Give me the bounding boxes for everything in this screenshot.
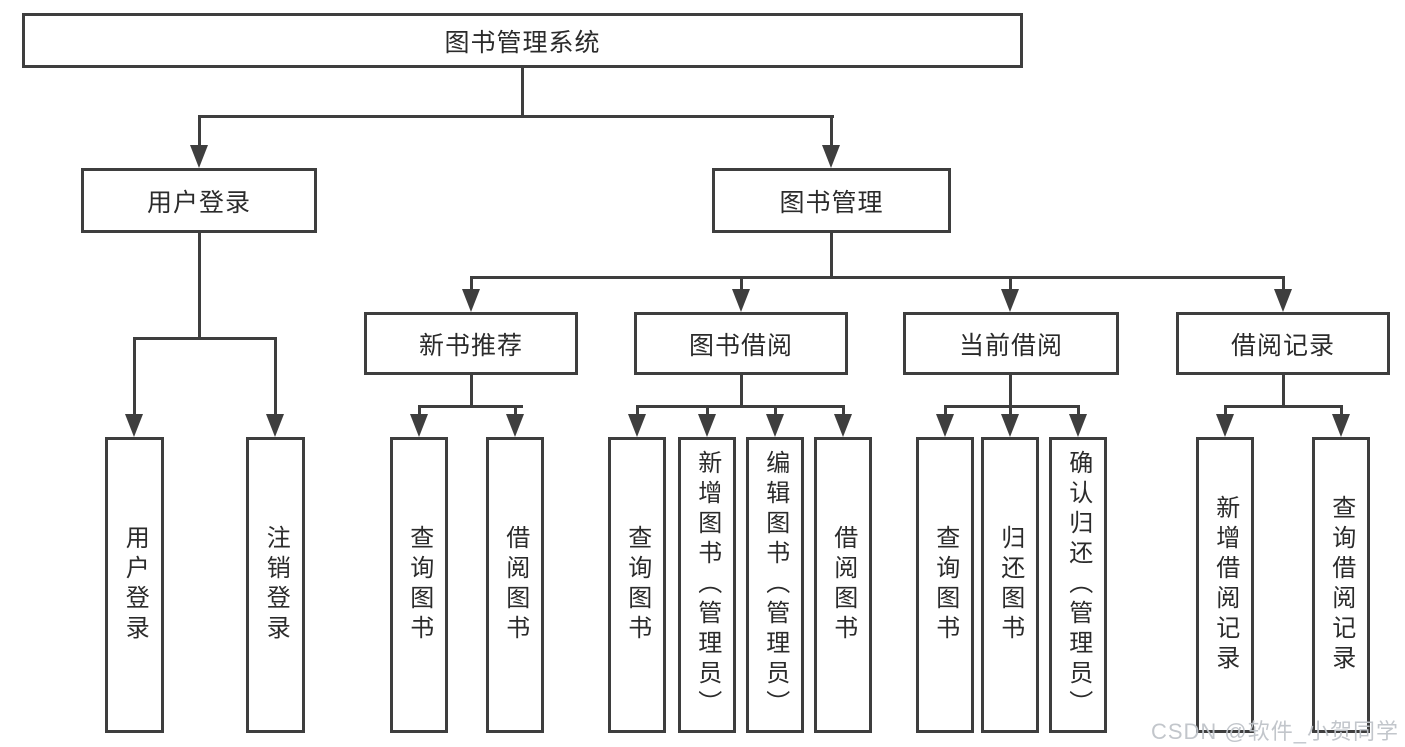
arrowhead-down-icon <box>506 414 524 437</box>
arrowhead-down-icon <box>125 414 143 437</box>
connector-groupD-stem <box>1009 375 1012 408</box>
leaf-add-book-admin: 新增图书（管理员） <box>678 437 736 733</box>
leaf-query-books-2: 查询图书 <box>608 437 666 733</box>
node-current-borrow-label: 当前借阅 <box>958 331 1063 360</box>
leaf-user-login-label: 用户登录 <box>121 525 149 645</box>
leaf-query-books-2-label: 查询图书 <box>623 525 651 645</box>
leaf-logout-label: 注销登录 <box>262 525 290 645</box>
node-book-borrow-label: 图书借阅 <box>688 331 793 360</box>
arrowhead-down-icon <box>462 289 480 312</box>
connector-groupC-drop-4 <box>842 405 845 417</box>
connector-groupB-stem <box>470 375 473 408</box>
connector-groupD-drop-1 <box>944 405 947 417</box>
connector-bookmgmt-stem <box>830 233 833 279</box>
arrowhead-down-icon <box>732 289 750 312</box>
node-root: 图书管理系统 <box>22 13 1023 68</box>
connector-l3-drop-2 <box>740 276 743 292</box>
connector-groupC-drop-1 <box>636 405 639 417</box>
node-book-management: 图书管理 <box>712 168 951 233</box>
connector-groupC-stem <box>740 375 743 408</box>
connector-l3-drop-4 <box>1282 276 1285 292</box>
arrowhead-down-icon <box>766 414 784 437</box>
arrowhead-down-icon <box>936 414 954 437</box>
arrowhead-down-icon <box>698 414 716 437</box>
connector-groupD-drop-3 <box>1077 405 1080 417</box>
arrowhead-down-icon <box>834 414 852 437</box>
leaf-borrow-books-1-label: 借阅图书 <box>501 525 529 645</box>
arrowhead-down-icon <box>1069 414 1087 437</box>
leaf-user-login: 用户登录 <box>105 437 164 733</box>
leaf-edit-book-admin: 编辑图书（管理员） <box>746 437 804 733</box>
connector-l2-drop-1 <box>198 115 201 148</box>
arrowhead-down-icon <box>266 414 284 437</box>
leaf-query-books-1: 查询图书 <box>390 437 448 733</box>
leaf-add-borrow-record-label: 新增借阅记录 <box>1211 495 1239 675</box>
node-current-borrow: 当前借阅 <box>903 312 1119 375</box>
connector-groupB-drop-1 <box>418 405 421 417</box>
leaf-borrow-books-2-label: 借阅图书 <box>829 525 857 645</box>
leaf-add-book-admin-label: 新增图书（管理员） <box>693 450 721 720</box>
connector-groupB-rail <box>418 405 523 408</box>
connector-groupD-drop-2 <box>1009 405 1012 417</box>
leaf-return-book-label: 归还图书 <box>996 525 1024 645</box>
node-user-login-label: 用户登录 <box>146 188 251 217</box>
leaf-query-borrow-record-label: 查询借阅记录 <box>1327 495 1355 675</box>
arrowhead-down-icon <box>1274 289 1292 312</box>
leaf-query-books-3-label: 查询图书 <box>931 525 959 645</box>
node-book-management-label: 图书管理 <box>779 188 884 217</box>
arrowhead-down-icon <box>1001 414 1019 437</box>
connector-l3-rail <box>470 276 1284 279</box>
leaf-query-borrow-record: 查询借阅记录 <box>1312 437 1370 733</box>
leaf-query-books-1-label: 查询图书 <box>405 525 433 645</box>
leaf-edit-book-admin-label: 编辑图书（管理员） <box>761 450 789 720</box>
connector-groupE-drop-1 <box>1224 405 1227 417</box>
arrowhead-down-icon <box>1332 414 1350 437</box>
arrowhead-down-icon <box>1216 414 1234 437</box>
node-new-book-recommend: 新书推荐 <box>364 312 578 375</box>
connector-userlogin-stem <box>198 233 201 340</box>
leaf-logout: 注销登录 <box>246 437 305 733</box>
leaf-return-book: 归还图书 <box>981 437 1039 733</box>
connector-l3-drop-1 <box>470 276 473 292</box>
connector-l3-drop-3 <box>1009 276 1012 292</box>
connector-userlogin-drop-2 <box>274 337 277 416</box>
node-borrow-records-label: 借阅记录 <box>1230 331 1335 360</box>
connector-userlogin-drop-1 <box>133 337 136 416</box>
leaf-borrow-books-2: 借阅图书 <box>814 437 872 733</box>
connector-l2-drop-2 <box>830 115 833 148</box>
connector-groupC-rail <box>636 405 845 408</box>
node-user-login: 用户登录 <box>81 168 317 233</box>
leaf-query-books-3: 查询图书 <box>916 437 974 733</box>
arrowhead-down-icon <box>1001 289 1019 312</box>
connector-groupE-stem <box>1282 375 1285 408</box>
connector-l2-rail <box>198 115 834 118</box>
node-root-label: 图书管理系统 <box>444 28 601 57</box>
connector-userlogin-rail <box>133 337 277 340</box>
leaf-borrow-books-1: 借阅图书 <box>486 437 544 733</box>
leaf-add-borrow-record: 新增借阅记录 <box>1196 437 1254 733</box>
node-borrow-records: 借阅记录 <box>1176 312 1390 375</box>
node-book-borrow: 图书借阅 <box>634 312 848 375</box>
node-new-book-recommend-label: 新书推荐 <box>418 331 523 360</box>
connector-groupB-drop-2 <box>514 405 517 417</box>
arrowhead-down-icon <box>410 414 428 437</box>
arrowhead-down-icon <box>190 145 208 168</box>
arrowhead-down-icon <box>628 414 646 437</box>
connector-groupC-drop-2 <box>706 405 709 417</box>
leaf-confirm-return-admin: 确认归还（管理员） <box>1049 437 1107 733</box>
connector-groupE-drop-2 <box>1340 405 1343 417</box>
connector-groupE-rail <box>1224 405 1343 408</box>
csdn-watermark: CSDN @软件_小贺同学 <box>1150 719 1399 744</box>
leaf-confirm-return-admin-label: 确认归还（管理员） <box>1064 450 1092 720</box>
arrowhead-down-icon <box>822 145 840 168</box>
connector-groupC-drop-3 <box>774 405 777 417</box>
connector-root-stem <box>521 68 524 118</box>
